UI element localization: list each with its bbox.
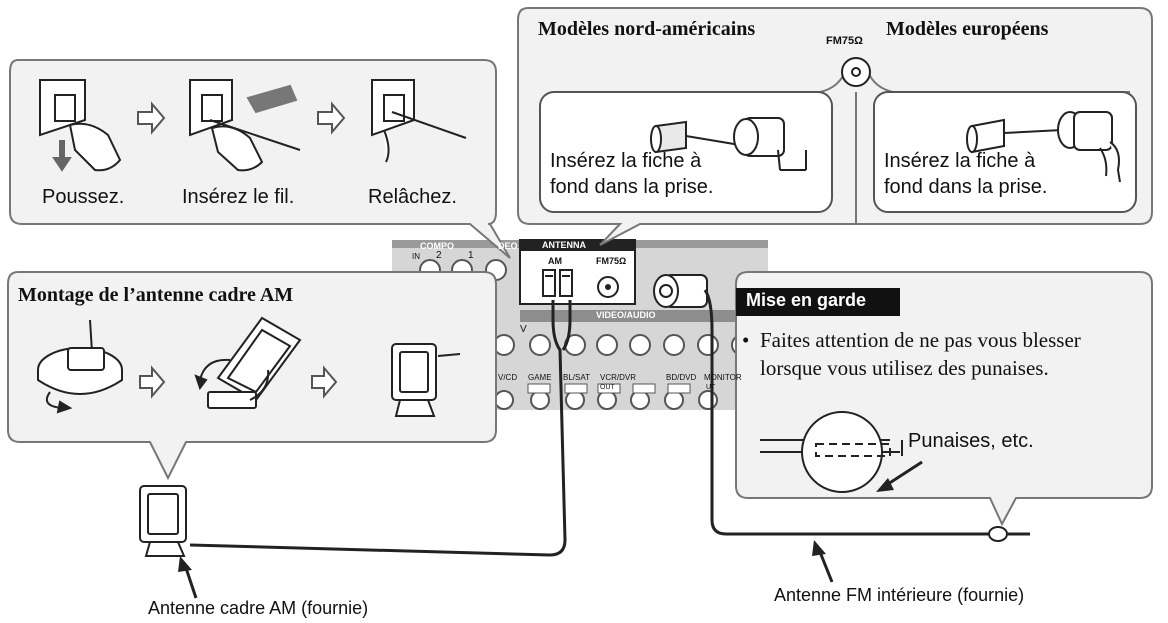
arrow-am-2-icon (311, 365, 338, 399)
arrow-am-1-icon (139, 365, 166, 399)
na-connector-illustration (650, 117, 807, 171)
compo-1-label: 1 (468, 250, 474, 261)
eu-connector-illustration (966, 111, 1121, 183)
push-illustration (39, 79, 122, 172)
tack-illustration (760, 411, 903, 493)
tack-arrow (876, 460, 923, 492)
antenna-label: ANTENNA (542, 240, 586, 250)
video-audio-label: VIDEO/AUDIO (596, 310, 656, 320)
eu-instruction-line1: Insérez la fiche à (884, 150, 1036, 172)
caution-line2: lorsque vous utilisez des punaises. (760, 356, 1049, 380)
sat-label: BL/SAT (563, 373, 590, 382)
na-models-title: Modèles nord-américains (538, 18, 756, 40)
game-label: GAME (528, 373, 552, 382)
am-loop-assembled-illustration (391, 343, 461, 417)
step-release-label: Relâchez. (368, 186, 457, 208)
vcr-label: VCR/DVR (600, 373, 637, 382)
v-label: V (520, 324, 527, 335)
insert-wire-illustration (189, 79, 301, 172)
eu-models-title: Modèles européens (886, 18, 1049, 40)
caution-bullet: • (742, 328, 750, 352)
monitor-out-label: UT (706, 384, 716, 391)
compo-2-label: 2 (436, 250, 442, 261)
am-caption-arrow (178, 556, 198, 599)
arrow-step-1-icon (137, 101, 166, 135)
vcr-out-label: OUT (600, 384, 615, 391)
step-push-label: Poussez. (42, 186, 125, 208)
monitor-label: MONITOR (704, 373, 742, 382)
bd-label: BD/DVD (666, 373, 697, 382)
release-illustration (371, 79, 467, 163)
fm75-top-label: FM75Ω (826, 35, 863, 47)
na-instruction-line1: Insérez la fiche à (550, 150, 702, 172)
am-loop-attach-illustration (194, 316, 302, 409)
caution-line1: Faites attention de ne pas vous blesser (760, 328, 1081, 352)
fm-terminal-label: FM75Ω (596, 256, 627, 266)
step-insert-label: Insérez le fil. (182, 186, 295, 208)
am-terminal-label: AM (548, 256, 562, 266)
am-antenna-caption: Antenne cadre AM (fournie) (148, 598, 369, 618)
am-base-illustration (37, 319, 123, 414)
na-instruction-line2: fond dans la prise. (550, 176, 714, 198)
caution-badge: Mise en garde (746, 290, 867, 310)
eu-instruction-line2: fond dans la prise. (884, 176, 1048, 198)
arrow-step-2-icon (317, 101, 346, 135)
fm-caption-arrow (812, 540, 834, 583)
caution-badge-bg (736, 288, 900, 316)
fm-plug (653, 274, 708, 308)
tacks-label: Punaises, etc. (908, 430, 1034, 452)
fm-antenna-caption: Antenne FM intérieure (fournie) (774, 585, 1025, 605)
compo-label: COMPO (420, 241, 455, 251)
compo-in-label: IN (412, 252, 420, 261)
antenna-terminal-block (519, 239, 636, 305)
am-panel-title: Montage de l’antenne cadre AM (18, 284, 294, 306)
am-antenna-illustration (139, 485, 187, 557)
fm-wire (703, 289, 1030, 536)
deo-label: DEO (498, 241, 518, 251)
cd-label: V/CD (498, 373, 518, 382)
am-wire (189, 300, 567, 557)
